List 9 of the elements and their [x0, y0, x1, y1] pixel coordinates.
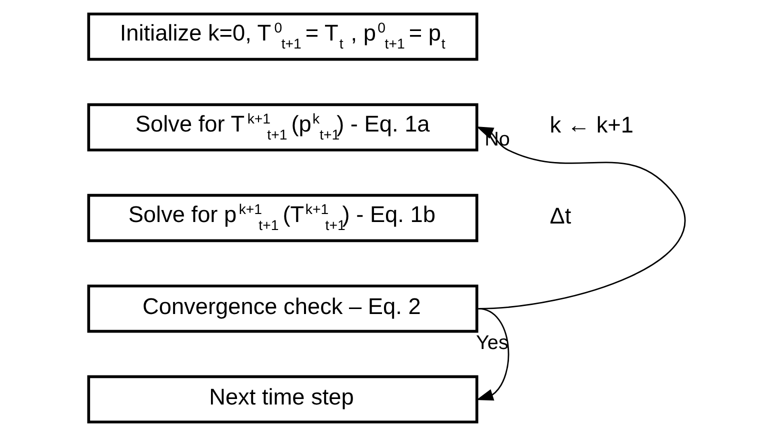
arrow — [476, 308, 510, 401]
node-box: Initialize k=0, T$^{0}$$_{t+1}$ = T$_{t}$ , p$^{0}$$_{t+1}$ = p$_{t}$ — [87, 12, 478, 61]
node-box: Solve for T$^{k+1}$$_{t+1}$ (p$^{k}$$_{t+1}$) - Eq. 1a — [87, 103, 478, 152]
label: k ← k+1 — [550, 112, 634, 138]
node-box: Convergence check – Eq. 2 — [87, 284, 478, 333]
node-box: Next time step — [87, 375, 478, 424]
label: Δt — [550, 202, 572, 228]
node-box: Solve for p$^{k+1}$$_{t+1}$ (T$^{k+1}$$_{t+1}$) - Eq. 1b — [87, 194, 478, 242]
edge-label: Yes — [476, 332, 508, 354]
